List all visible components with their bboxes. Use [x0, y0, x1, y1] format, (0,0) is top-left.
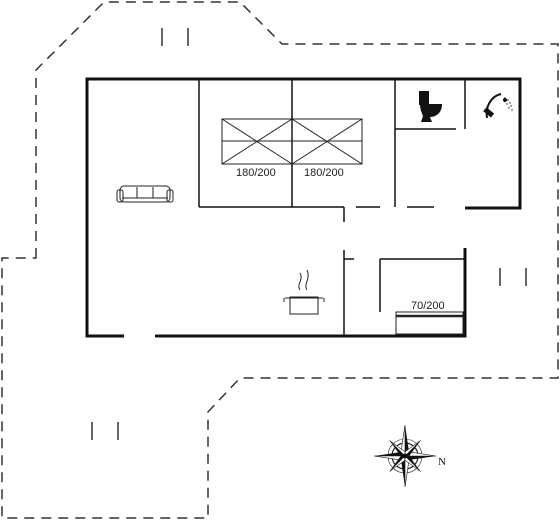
bed-size-label: 180/200: [304, 167, 344, 179]
terrace-marker-bottom: [91, 422, 119, 440]
toilet-icon: [419, 91, 442, 122]
terrace-marker-top: [161, 28, 189, 46]
shower-icon: [483, 93, 513, 119]
bed-size-label: 70/200: [411, 300, 445, 312]
cooking-pot-icon: [283, 269, 325, 315]
sofa-icon: [116, 185, 174, 203]
terrace-marker-right: [499, 268, 527, 286]
bed-size-label: 180/200: [236, 167, 276, 179]
double-bed-icon: [221, 118, 293, 165]
compass-rose-icon: [373, 424, 437, 488]
double-bed-icon: [291, 118, 363, 165]
single-bed-icon: [395, 311, 464, 335]
exterior-walls: [85, 77, 522, 338]
compass-north-label: N: [438, 456, 446, 468]
